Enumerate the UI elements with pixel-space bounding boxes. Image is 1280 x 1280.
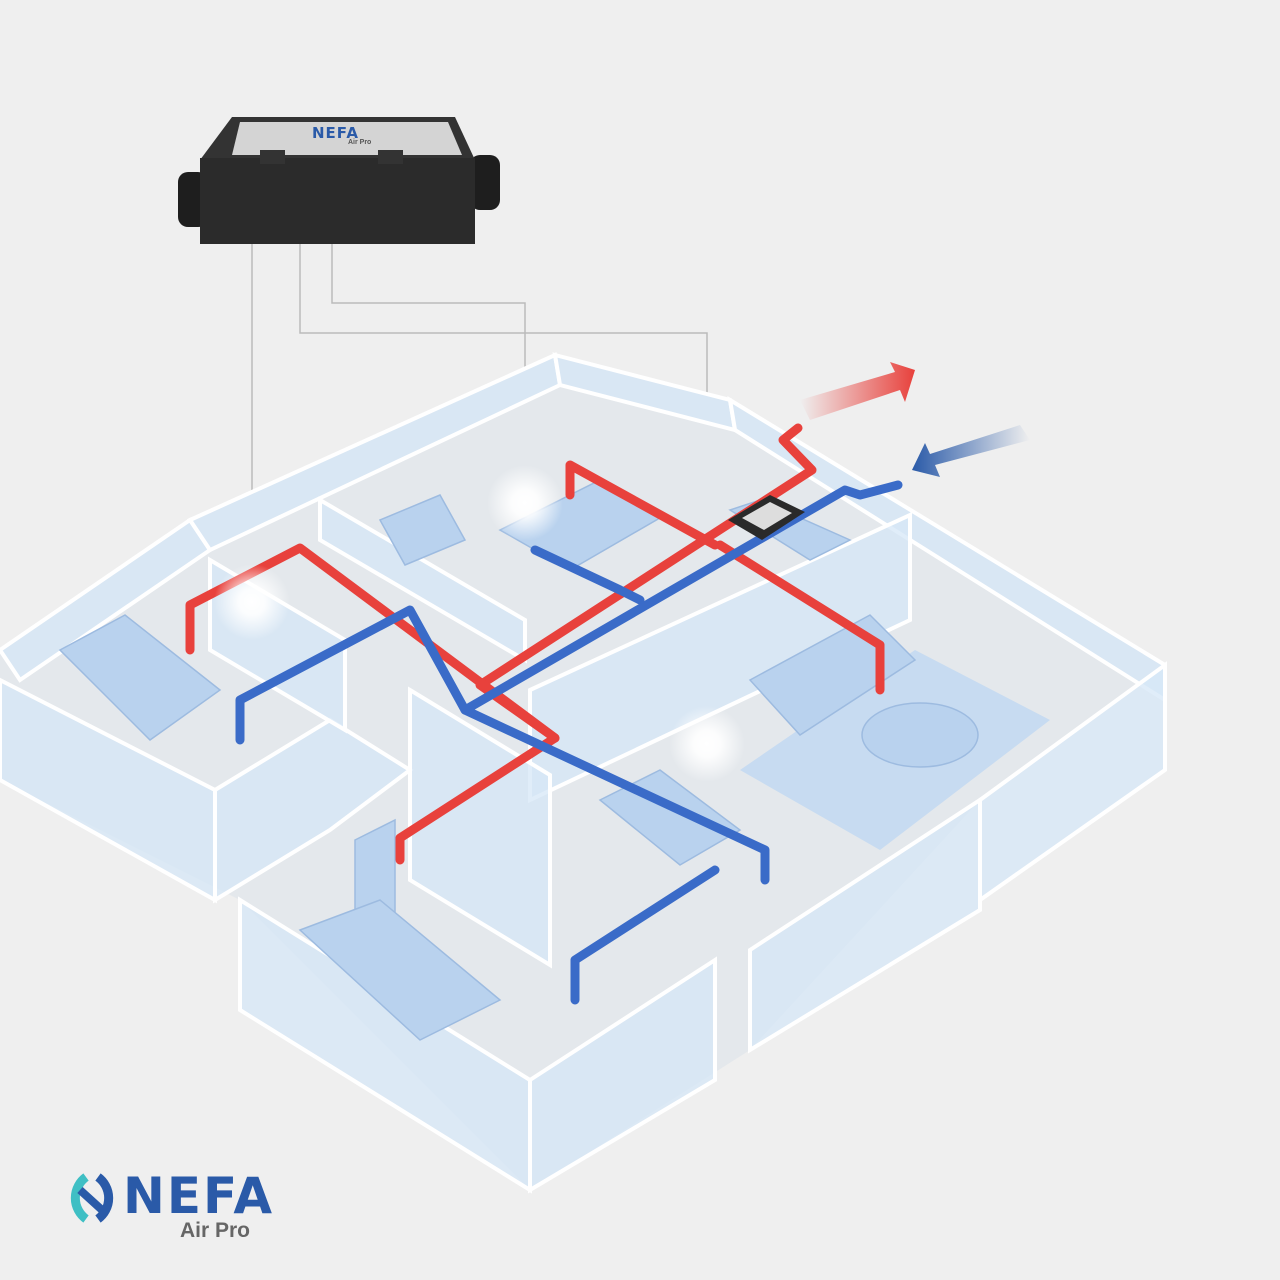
brand-logo-icon bbox=[70, 1173, 114, 1223]
sensor-glows bbox=[214, 465, 745, 782]
unit-brand-subtitle: Air Pro bbox=[348, 139, 372, 146]
exhaust-arrow-icon bbox=[800, 362, 915, 420]
brand-logo: NEFA Air Pro bbox=[55, 1165, 272, 1245]
unit-brand-name: NEFA bbox=[312, 124, 359, 142]
brand-subtitle: Air Pro bbox=[180, 1219, 251, 1242]
intake-arrow-icon bbox=[912, 425, 1030, 477]
controller-box bbox=[728, 495, 805, 540]
ventilation-unit bbox=[178, 117, 500, 244]
return-ducts bbox=[235, 480, 903, 1005]
brand-name: NEFA bbox=[123, 1167, 275, 1225]
walls bbox=[0, 352, 1167, 1194]
